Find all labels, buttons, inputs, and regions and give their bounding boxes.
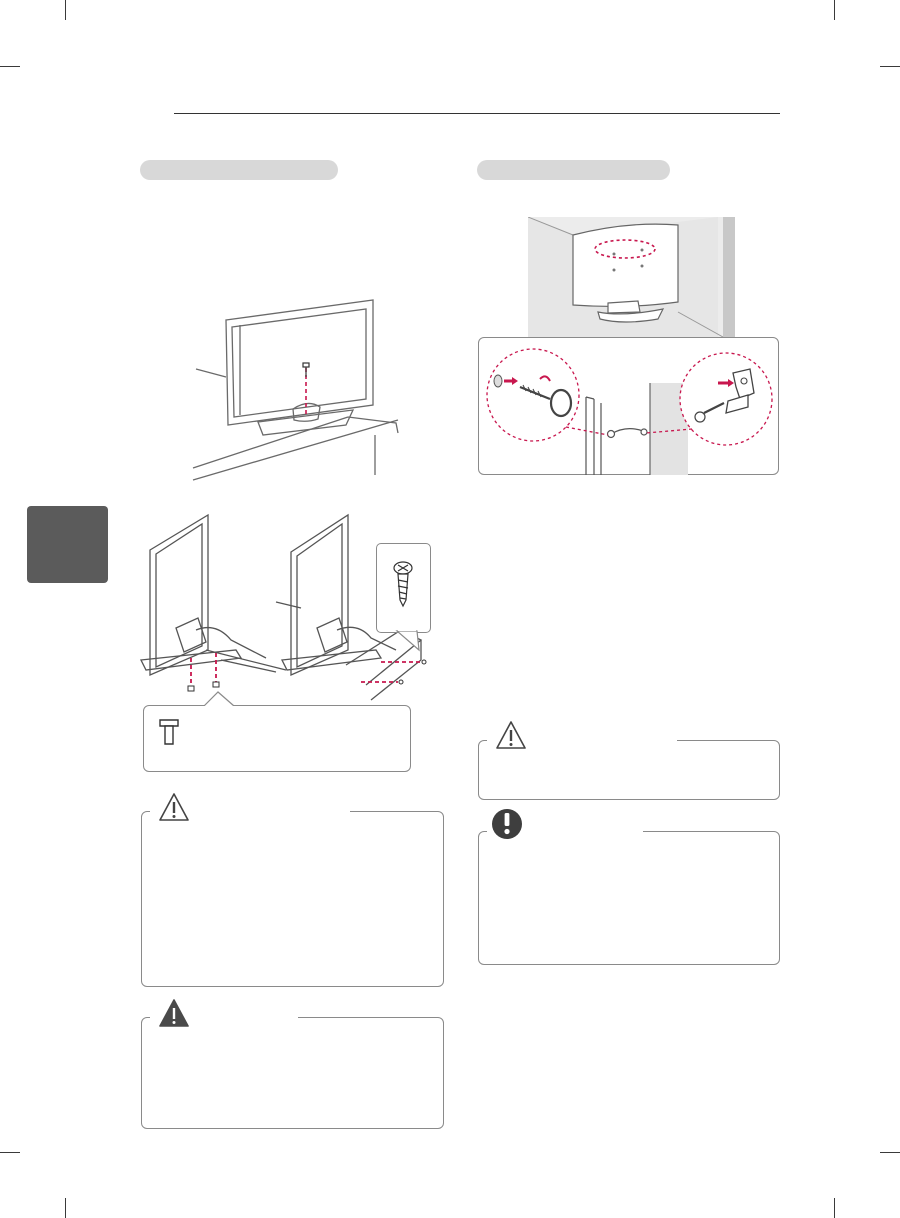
caution-triangle-icon	[159, 793, 189, 821]
crop-mark-bottom-right-h	[880, 1152, 900, 1153]
eye-bolt-icon	[493, 374, 573, 418]
warning-box-left	[141, 1017, 444, 1129]
screw-callout	[376, 543, 431, 633]
bolt-callout-pointer	[202, 691, 238, 708]
screw-icon	[393, 561, 413, 608]
bolt-icon	[159, 719, 179, 745]
warning-filled-triangle-icon	[159, 999, 189, 1027]
note-heading-right	[487, 804, 643, 844]
bolt-callout-box	[143, 705, 411, 772]
header-rule	[174, 113, 780, 114]
screw-callout-pointer	[395, 630, 420, 652]
crop-mark-top-right-v	[834, 0, 835, 20]
exclamation-circle-icon	[492, 809, 522, 839]
caution-box-left	[141, 811, 444, 987]
section-heading-pill-left	[140, 160, 338, 180]
crop-mark-top-right-h	[880, 66, 900, 67]
crop-mark-top-left-v	[65, 0, 66, 20]
chapter-tab	[27, 506, 108, 583]
crop-mark-top-left-h	[0, 66, 20, 67]
crop-mark-bottom-right-v	[834, 1198, 835, 1218]
caution-triangle-icon	[496, 721, 526, 749]
tv-back-wall-illustration	[528, 217, 735, 337]
warning-heading-left	[150, 996, 298, 1032]
tv-on-table-illustration	[192, 299, 399, 481]
wall-bracket-icon	[694, 368, 755, 423]
caution-heading-right	[487, 718, 677, 754]
hardware-detail-panel	[478, 337, 779, 475]
crop-mark-bottom-left-v	[65, 1198, 66, 1218]
note-box-right	[478, 831, 780, 965]
tv-stand-cable-illustration	[139, 513, 427, 701]
crop-mark-bottom-left-h	[0, 1152, 20, 1153]
caution-heading-left	[150, 790, 350, 826]
section-heading-pill-right	[477, 160, 670, 180]
